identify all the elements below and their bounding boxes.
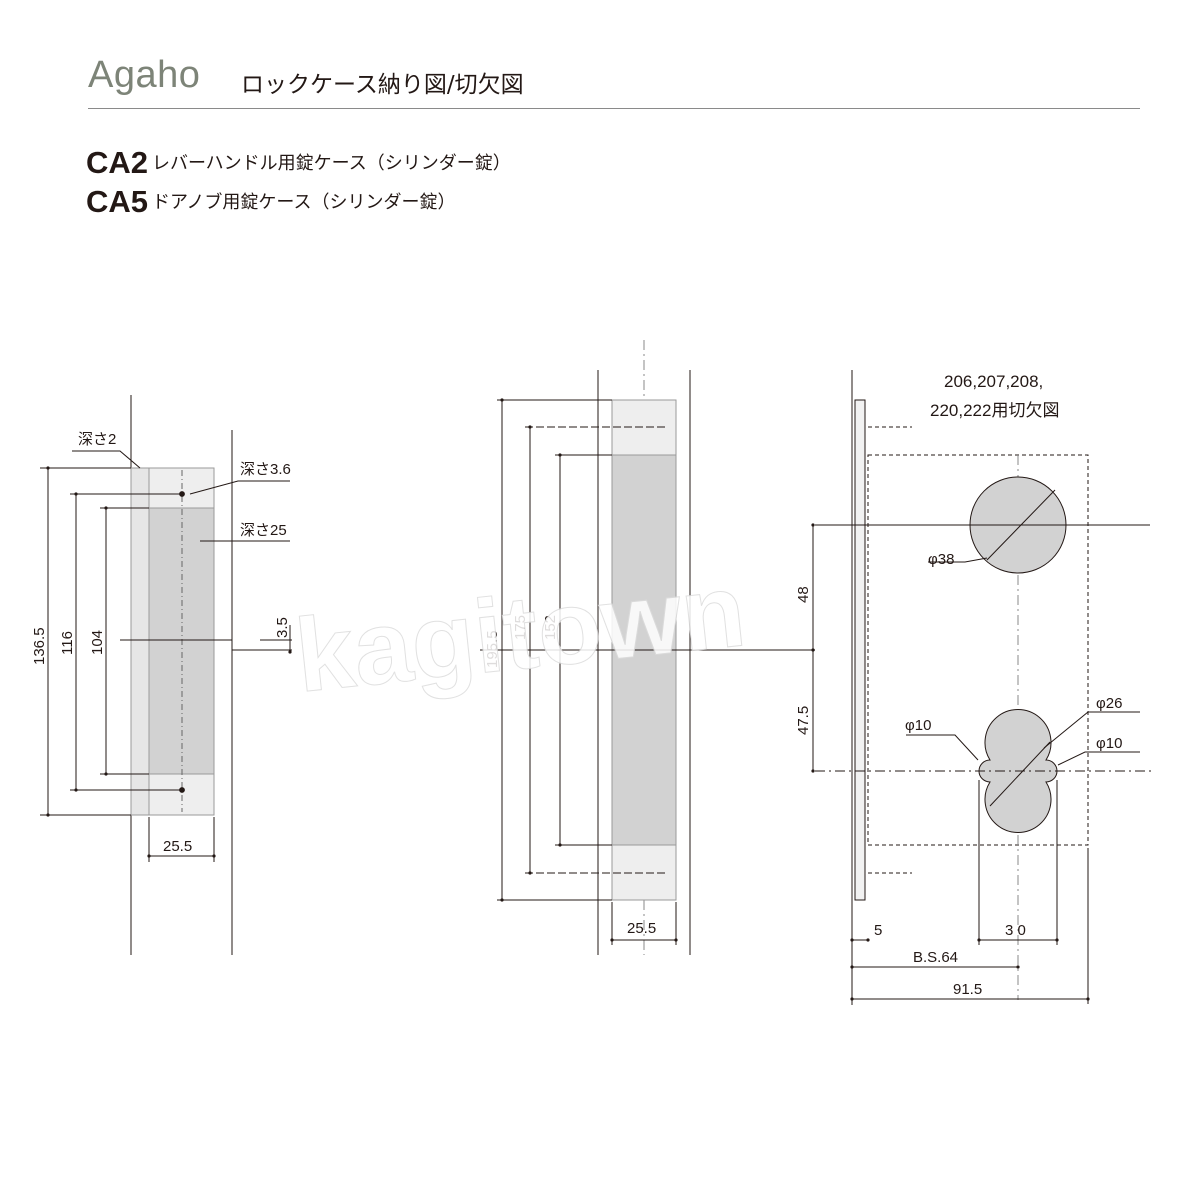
dim-label: φ10 [905,717,931,734]
dim-label: φ10 [1096,735,1122,752]
dim-label: 25.5 [163,838,192,855]
dim-label: 104 [89,630,106,655]
leader-line [1057,751,1140,766]
page-header: Agaho ロックケース納り図/切欠図 [88,54,1140,110]
side-view-labels: 195.5 175 152 25.5 [484,615,656,937]
cutout-note: 220,222用切欠図 [930,401,1059,420]
cutout-view-labels: 206,207,208, 220,222用切欠図 φ38 φ26 φ10 φ10… [795,372,1122,998]
dim-label: φ38 [928,551,954,568]
depth-label: 深さ3.6 [240,461,291,478]
dim-label: 91.5 [953,981,982,998]
dim-label: 47.5 [795,706,812,735]
dim-label: 3 0 [1005,922,1026,939]
cutout-outline [867,454,1089,846]
leader-line [906,734,979,761]
model-desc: レバーハンドル用錠ケース（シリンダー錠） [152,153,511,174]
front-view [40,395,292,955]
brand-logo: Agaho [88,54,201,96]
dim-label: 48 [795,586,812,603]
model-desc: ドアノブ用錠ケース（シリンダー錠） [152,192,456,213]
header-divider [88,108,1140,109]
leader-line [928,557,988,563]
front-view-labels: 深さ2 深さ3.6 深さ25 136.5 116 104 3.5 25.5 [31,431,291,855]
faceplate-edge [854,399,866,901]
cutout-note: 206,207,208, [944,372,1043,391]
model-code: CA2 [86,145,149,180]
diameter-line [989,741,1051,807]
side-view [480,340,815,955]
cutout-view [813,370,1155,1005]
dim-label: 152 [542,615,559,640]
dim-label: 25.5 [627,920,656,937]
page-title: ロックケース納り図/切欠図 [241,72,524,98]
dim-label: 136.5 [31,627,48,665]
dim-label: 116 [59,631,76,655]
dim-label: 3.5 [274,617,291,638]
leader-line [1043,711,1140,749]
leader-line [72,450,141,469]
dim-label: 5 [874,922,882,939]
dim-label: B.S.64 [913,949,958,966]
dim-label: φ26 [1096,695,1122,712]
depth-label: 深さ25 [240,522,287,539]
dim-label: 175 [512,615,529,640]
watermark: kagitown [290,552,750,714]
leader-line [189,480,290,495]
depth-label: 深さ2 [78,431,116,448]
dim-label: 195.5 [484,630,501,668]
model-code: CA5 [86,184,149,219]
